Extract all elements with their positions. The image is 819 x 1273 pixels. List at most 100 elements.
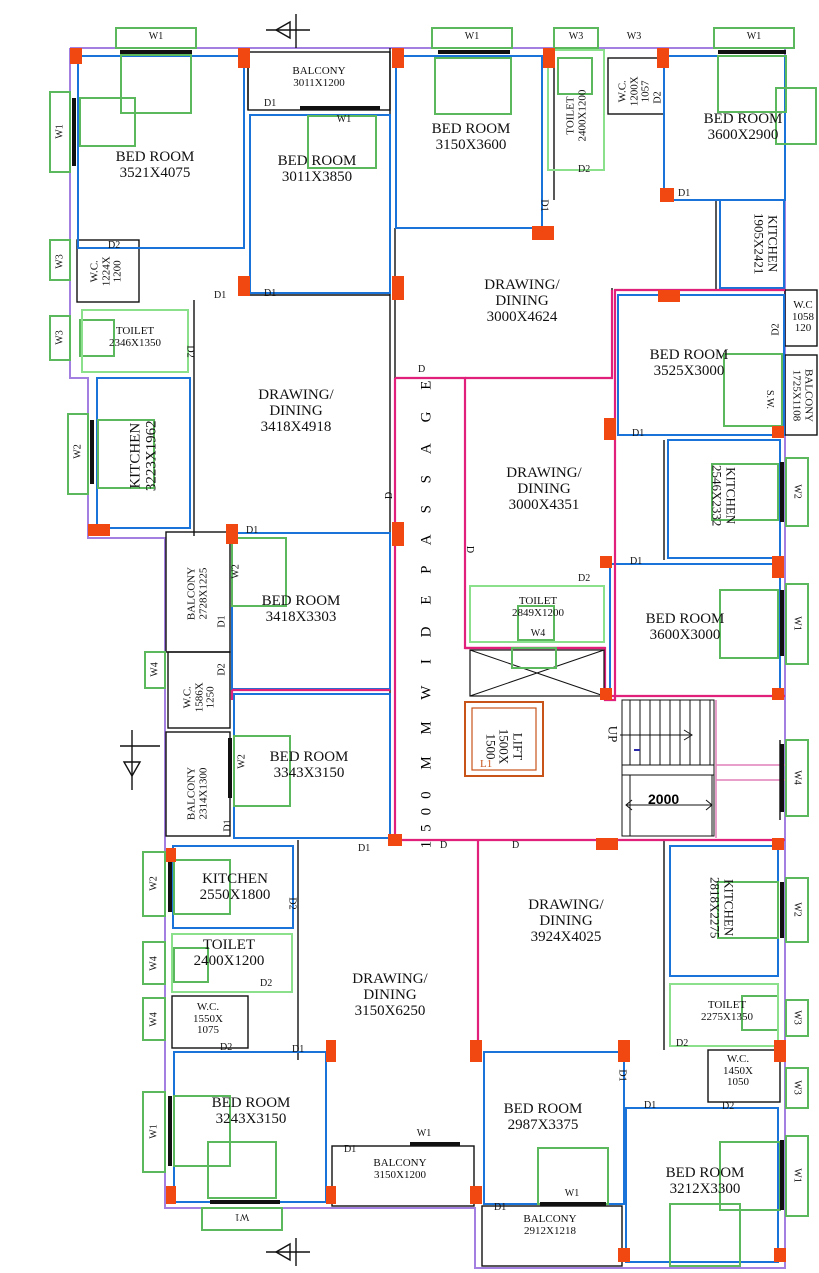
- room-dim: 2400X1200: [576, 89, 588, 142]
- tag-w2-left: W2: [72, 444, 84, 459]
- tag-d1: D1: [632, 428, 645, 439]
- room-dim-2: 1250: [204, 686, 217, 709]
- room-dim: 3011X3850: [281, 168, 353, 185]
- tag-d1: D1: [644, 1100, 657, 1111]
- tag-d1: D1: [344, 1144, 357, 1155]
- tag-w3-right-1: W3: [791, 1010, 803, 1025]
- room-name: BALCONY: [373, 1157, 427, 1169]
- room-label-r7: BED ROOM 3525X3000: [634, 347, 744, 380]
- tag-w4-inner: W4: [530, 628, 546, 639]
- room-dim: 2550X1800: [199, 886, 271, 903]
- room-name: TOILET: [707, 999, 747, 1011]
- room-name: BALCONY: [185, 766, 198, 821]
- room-name: BED ROOM: [645, 611, 725, 627]
- tag-w1-right-1: W1: [791, 616, 803, 631]
- tag-d1: D1: [292, 1044, 305, 1055]
- room-name: BED ROOM: [703, 111, 783, 127]
- tag-d1: D1: [538, 199, 550, 212]
- label-balcony-top: BALCONY 3011X1200: [264, 65, 374, 89]
- label-wc-right: W.C 1058 120: [786, 299, 819, 335]
- label-kitchen-mr: KITCHEN 2546X2332: [710, 446, 739, 546]
- label-wc-top: W.C. 1200X 1057: [616, 56, 653, 126]
- room-name: DRAWING/: [352, 971, 428, 987]
- room-name-2: DINING: [495, 292, 549, 309]
- tag-w3-top-2: W3: [626, 31, 642, 42]
- room-name: W.C.: [616, 80, 629, 103]
- room-dim-2: 1057: [639, 80, 652, 103]
- room-dim: 3525X3000: [653, 362, 725, 379]
- tag-d1: D1: [616, 1069, 628, 1082]
- room-name: W.C: [793, 299, 813, 311]
- room-name: BED ROOM: [261, 593, 341, 609]
- tag-d: D: [384, 491, 396, 500]
- staircase: [620, 699, 715, 837]
- room-dim: 3343X3150: [273, 764, 345, 781]
- tag-d1: D1: [630, 556, 643, 567]
- room-name-2: DINING: [363, 986, 417, 1003]
- tag-d2: D2: [260, 978, 273, 989]
- core-outline: [230, 288, 785, 1050]
- room-dim: 3223X1962: [143, 420, 159, 492]
- room-name: KITCHEN: [127, 422, 144, 489]
- room-outline-r18: [625, 1107, 779, 1263]
- room-name: BED ROOM: [211, 1095, 291, 1111]
- room-dim: 2314X1300: [197, 767, 209, 820]
- tag-w4-left-2: W4: [148, 956, 160, 971]
- room-label-r12: KITCHEN 2550X1800: [180, 871, 290, 904]
- room-name: TOILET: [564, 96, 577, 135]
- tag-w2-inner-2: W2: [236, 754, 248, 769]
- tag-d1: D1: [216, 615, 228, 628]
- tag-d2: D2: [220, 1042, 233, 1053]
- tag-d1: D1: [358, 843, 371, 854]
- passage-text: 1500 M M W I D E P A S S A G E: [418, 371, 435, 849]
- tag-d2: D2: [676, 1038, 689, 1049]
- room-dim: 3011X1200: [293, 76, 345, 89]
- tag-d2: D2: [184, 345, 196, 358]
- room-dim: 3924X4025: [530, 928, 602, 945]
- room-dim: 1905X2421: [752, 212, 767, 275]
- tag-d: D: [418, 364, 426, 375]
- room-dim: 3600X2900: [707, 126, 779, 143]
- tag-w1-inner-3: W1: [564, 1188, 580, 1199]
- tag-d1: D1: [246, 525, 259, 536]
- room-label-r2: BED ROOM 3011X3850: [262, 153, 372, 186]
- room-name: BALCONY: [292, 65, 346, 77]
- room-dim-2: 1075: [197, 1024, 219, 1037]
- tag-d2: D2: [770, 323, 782, 336]
- label-kitchen-left: KITCHEN 3223X1962: [127, 396, 160, 516]
- room-dim: 2849X1200: [512, 606, 564, 619]
- room-name: BALCONY: [523, 1213, 577, 1225]
- room-name: BED ROOM: [665, 1165, 745, 1181]
- room-dim: 2728X1225: [197, 567, 209, 620]
- lift-shaft: [464, 649, 605, 777]
- room-dim: 3000X4351: [508, 496, 580, 513]
- label-toilet-br: TOILET 2275X1350: [682, 999, 772, 1023]
- tag-w3-left-1: W3: [54, 254, 66, 269]
- window-bars: [72, 50, 786, 1210]
- room-name: DRAWING/: [528, 897, 604, 913]
- room-name-2: DINING: [517, 480, 571, 497]
- tag-w1-left-2: W1: [148, 1124, 160, 1139]
- room-name: BED ROOM: [649, 347, 729, 363]
- room-name: BED ROOM: [115, 149, 195, 165]
- room-name: W.C.: [181, 686, 194, 709]
- room-dim: 2912X1218: [524, 1224, 576, 1237]
- label-toilet-top: TOILET 2400X1200: [564, 71, 588, 161]
- room-name: BALCONY: [802, 368, 815, 423]
- tag-d1: D1: [494, 1202, 507, 1213]
- room-name: KITCHEN: [723, 467, 739, 525]
- room-dim: 1550X: [193, 1012, 223, 1025]
- room-outline-r2: [249, 114, 391, 294]
- room-label-r8: DRAWING/ DINING 3000X4351: [484, 465, 604, 513]
- room-dim: 3212X3300: [669, 1180, 741, 1197]
- tag-w3-top-1: W3: [568, 31, 584, 42]
- tag-w1-bottom: W1: [234, 1211, 250, 1222]
- tag-w1-top-3: W1: [746, 31, 762, 42]
- label-wc-br: W.C. 1450X 1050: [710, 1053, 766, 1089]
- room-name: BED ROOM: [503, 1101, 583, 1117]
- room-label-r5: DRAWING/ DINING 3000X4624: [462, 277, 582, 325]
- tag-w1-inner-2: W1: [416, 1128, 432, 1139]
- room-outline-r7: [617, 294, 785, 436]
- room-name: W.C.: [88, 260, 101, 283]
